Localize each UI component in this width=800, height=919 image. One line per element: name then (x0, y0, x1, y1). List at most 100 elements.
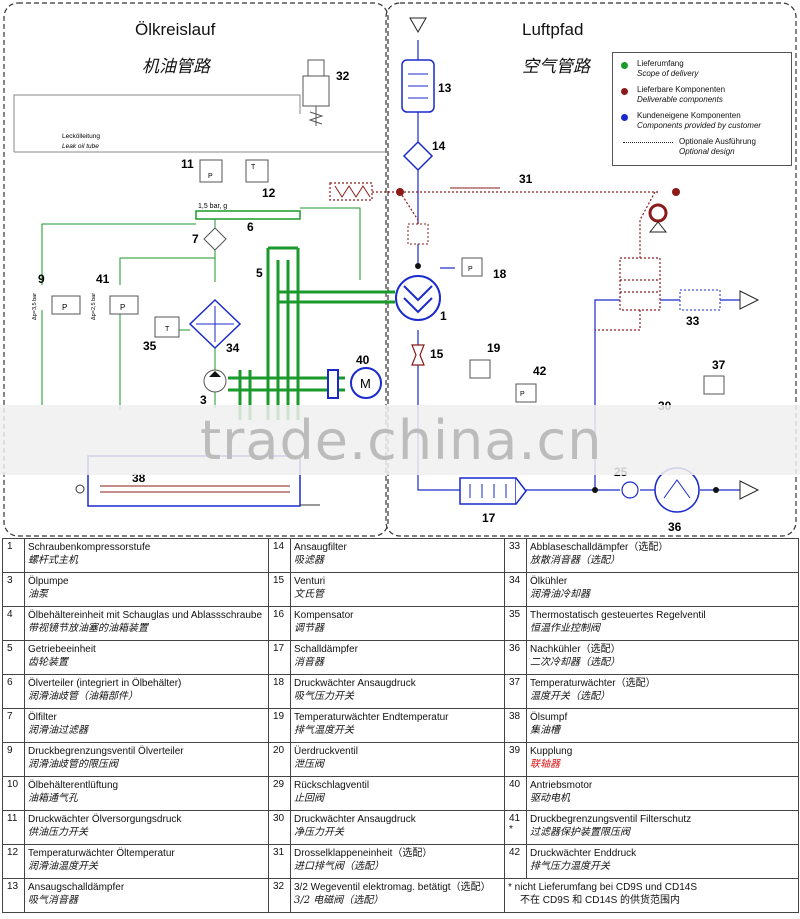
part-name-cn: 集油槽 (530, 725, 560, 736)
leak-oil-label-en: Leak oil tube (62, 143, 99, 150)
switch-11 (199, 159, 223, 183)
part-name-cn: 温度开关（选配） (530, 691, 610, 702)
part-name-cn: 带视镜节放油塞的油箱装置 (28, 623, 148, 634)
part-name-de: Temperaturwächter（选配） (530, 678, 656, 689)
part-name-cn: 吸气压力开关 (294, 691, 354, 702)
label-41: 41 (96, 272, 110, 286)
label-14: 14 (432, 139, 446, 153)
svg-text:P: P (520, 391, 525, 398)
part-number: 15 (268, 572, 291, 607)
label-11: 11 (181, 157, 194, 171)
svg-text:P: P (62, 303, 67, 312)
part-name-cn: 净压力开关 (294, 827, 344, 838)
part-number: 10 (2, 776, 25, 811)
part-name-de: Ansaugschalldämpfer (28, 882, 125, 893)
part-name-cn: 吸气消音器 (28, 895, 78, 906)
part-description: Ölbehältereinheit mit Schauglas und Abla… (24, 606, 269, 641)
label-32: 32 (336, 69, 350, 83)
part-name-cn: 润滑油温度开关 (28, 861, 98, 872)
part-number: 31 (268, 844, 291, 879)
watermark-text: trade.china.cn (200, 409, 603, 472)
part-description: Nachkühler（选配）二次冷却器（选配） (526, 640, 799, 675)
label-36: 36 (668, 520, 682, 534)
part-number: 13 (2, 878, 25, 913)
switch-18 (461, 257, 483, 277)
part-number: 12 (2, 844, 25, 879)
part-number: 1 (2, 538, 25, 573)
part-number: 39 (504, 742, 527, 777)
part-name-de: Nachkühler（选配） (530, 644, 621, 655)
label-42: 42 (533, 364, 547, 378)
part-name-de: Kompensator (294, 610, 354, 621)
part-name-cn: 润滑油过滤器 (28, 725, 88, 736)
watermark-band: trade.china.cn (0, 405, 800, 475)
part-name-cn: 油泵 (28, 589, 48, 600)
svg-text:P: P (120, 303, 125, 312)
label-9: 9 (38, 272, 45, 286)
oil-pump-3 (203, 369, 227, 393)
venturi-15 (411, 344, 425, 366)
screw-compressor-1 (395, 275, 441, 321)
switch-19 (469, 359, 491, 379)
air-path-subtitle: 空气管路 (522, 57, 590, 77)
part-description: Ölverteiler (integriert in Ölbehälter)润滑… (24, 674, 269, 709)
label-13: 13 (438, 81, 452, 95)
oil-manifold-6 (195, 210, 301, 220)
part-name-cn: 联轴器 (530, 759, 560, 770)
part-name-de: Druckbegrenzungsventil Ölverteiler (28, 746, 184, 757)
part-name-de: Drosselklappeneinheit（选配） (294, 848, 433, 859)
label-31: 31 (519, 172, 533, 186)
label-3: 3 (200, 393, 207, 407)
motor-40 (350, 367, 382, 399)
part-number: 16 (268, 606, 291, 641)
switch-12 (245, 159, 269, 183)
part-name-de: Ölbehälterentlüftung (28, 780, 119, 791)
legend-dot-green (621, 62, 628, 69)
part-description: Druckbegrenzungsventil Ölverteiler 润滑油歧管的… (24, 742, 269, 777)
leak-oil-label-de: Leckölleitung (62, 133, 100, 140)
svg-text:T: T (165, 326, 170, 333)
part-number: 11 (2, 810, 25, 845)
label-6: 6 (247, 220, 254, 234)
part-number: 37 (504, 674, 527, 709)
part-name-de: Ölbehältereinheit mit Schauglas und Abla… (28, 610, 263, 621)
label-15: 15 (430, 347, 444, 361)
legend-dashed-line (623, 142, 673, 143)
label-7: 7 (192, 232, 199, 246)
valve-41 (109, 295, 139, 315)
thermostat-valve-35 (154, 316, 180, 338)
part-name-de: Druckwächter Ansaugdruck (294, 678, 416, 689)
label-5: 5 (256, 266, 263, 280)
part-number: 33 (504, 538, 527, 573)
part-name-cn: 润滑油歧管的限压阀 (28, 759, 118, 770)
part-name-cn: 排气温度开关 (294, 725, 354, 736)
part-number: 14 (268, 538, 291, 573)
dp-9: Δp=3,5 bar (32, 293, 38, 320)
part-name-de: Ölpumpe (28, 576, 69, 587)
part-name-de: Kupplung (530, 746, 573, 757)
part-number: 17 (268, 640, 291, 675)
silencer-17 (459, 477, 517, 505)
part-number: 20 (268, 742, 291, 777)
part-number: 7 (2, 708, 25, 743)
part-name-de: Schalldämpfer (294, 644, 358, 655)
part-name-de: Druckwächter Ölversorgungsdruck (28, 814, 182, 825)
part-number: 35 (504, 606, 527, 641)
oil-circuit-title: Ölkreislauf (135, 20, 216, 39)
